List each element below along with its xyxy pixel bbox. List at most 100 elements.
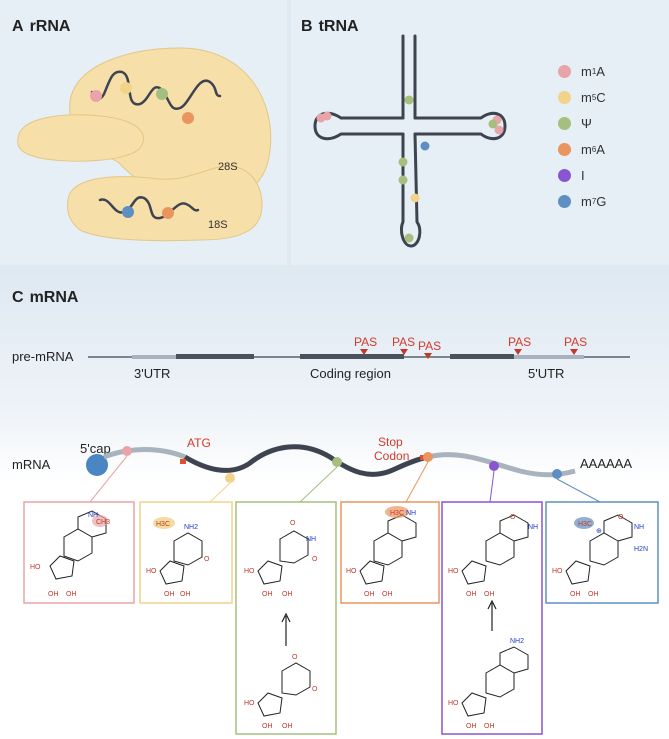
- inosine-o-label: O: [510, 514, 516, 521]
- m7g-swatch: [558, 194, 571, 208]
- utr5-label: 5'UTR: [528, 366, 564, 381]
- m1a-methyl-label: CH3: [96, 519, 110, 526]
- trna-psi-dot-loop: [404, 233, 414, 243]
- mrna-m1a-dot: [122, 446, 132, 456]
- mrna-label: mRNA: [12, 457, 51, 472]
- legend-item-i: I: [558, 162, 606, 188]
- pas-label-2: PAS: [392, 335, 415, 349]
- m7g-h2n-label: H2N: [634, 546, 648, 553]
- mrna-strand-coding: [183, 444, 429, 477]
- uridine-o-label-2: O: [312, 686, 318, 693]
- utr3-label: 3'UTR: [134, 366, 170, 381]
- m6a-methyl-highlight: [385, 506, 409, 518]
- pre-mrna-utr3-segment: [132, 355, 176, 359]
- mrna-inosine-dot: [489, 461, 499, 471]
- m7g-oh-label-1: OH: [570, 591, 581, 598]
- rrna-psi-dot: [156, 88, 168, 100]
- mrna-m5c-dot: [225, 473, 235, 483]
- rrna-diagram: 28S 18S: [17, 47, 272, 242]
- pas-marker-4: [514, 349, 522, 355]
- m5c-o-label: O: [204, 556, 210, 563]
- label-28s: 28S: [218, 161, 238, 173]
- rrna-strand-18s: [98, 196, 200, 220]
- rrna-m1a-dot: [90, 90, 102, 102]
- mrna-strand-utr: [103, 447, 186, 460]
- stop-label-2: Codon: [374, 449, 409, 463]
- uridine-o-label: O: [292, 654, 298, 661]
- m6a-oh-label-2: OH: [382, 591, 393, 598]
- pas-marker-5: [570, 349, 578, 355]
- m5c-ho-label: HO: [146, 568, 157, 575]
- inosine-oh-label-2: OH: [484, 591, 495, 598]
- uridine-oh-label-1: OH: [262, 723, 273, 730]
- m7g-nh-label: NH: [634, 524, 644, 531]
- m6a-h3c-label: H3C: [390, 510, 404, 517]
- trna-psi-dot-right: [488, 119, 498, 129]
- m1a-swatch: [558, 64, 571, 78]
- uridine-ho-label: HO: [244, 700, 255, 707]
- psi-ho-label: HO: [244, 568, 255, 575]
- legend-item-psi: Ψ: [558, 110, 606, 136]
- rrna-m6a-dot: [182, 112, 194, 124]
- uridine-oh-label-2: OH: [282, 723, 293, 730]
- m7g-o-label: O: [618, 514, 624, 521]
- adenosine-ho-label: HO: [448, 700, 459, 707]
- m6a-nh-label: NH: [406, 510, 416, 517]
- psi-o-label-top: O: [290, 520, 296, 527]
- inosine-nh-label: NH: [528, 524, 538, 531]
- pre-mrna-coding-segment: [300, 354, 404, 359]
- pas-label-1: PAS: [354, 335, 377, 349]
- inosine-ho-label: HO: [448, 568, 459, 575]
- mrna-m6a-dot: [423, 452, 433, 462]
- small-subunit: [67, 165, 263, 242]
- adenosine-oh-label-2: OH: [484, 723, 495, 730]
- m5c-h3c-label: H3C: [156, 521, 170, 528]
- inosine-swatch: [558, 168, 571, 182]
- pas-marker-3: [424, 353, 432, 359]
- pas-label-5: PAS: [564, 335, 587, 349]
- pre-mrna-exon3: [450, 354, 514, 359]
- rrna-m6a-dot-18s: [162, 207, 174, 219]
- pre-mrna-exon1: [176, 354, 254, 359]
- m5c-nh2-label: NH2: [184, 524, 198, 531]
- trna-m7g-dot: [420, 141, 430, 151]
- mrna-diagram: pre-mRNA 3'UTR Coding region 5'UTR PAS P…: [12, 335, 659, 735]
- m1a-nh-label: NH: [88, 512, 98, 519]
- atg-label: ATG: [187, 436, 211, 450]
- pas-label-4: PAS: [508, 335, 531, 349]
- psi-swatch: [558, 116, 571, 130]
- m6a-ho-label: HO: [346, 568, 357, 575]
- large-subunit: [69, 47, 272, 201]
- coding-region-label: Coding region: [310, 366, 391, 381]
- m5c-methyl-highlight: [153, 517, 175, 529]
- pre-mrna-label: pre-mRNA: [12, 349, 74, 364]
- polya-label: AAAAAA: [580, 456, 632, 471]
- large-subunit-lobe: [17, 114, 145, 162]
- pas-marker-2: [400, 349, 408, 355]
- trna-psi-dot-mid2: [398, 175, 408, 185]
- adenosine-oh-label-1: OH: [466, 723, 477, 730]
- m7g-structure-box: [545, 501, 659, 604]
- m6a-oh-label-1: OH: [364, 591, 375, 598]
- pre-mrna-utr5-segment: [514, 355, 584, 359]
- m6a-structure-box: [340, 501, 440, 604]
- cap-label: 5'cap: [80, 441, 111, 456]
- m7g-charge-label: ⊕: [596, 528, 602, 535]
- rrna-strand-28s: [90, 70, 222, 111]
- trna-psi-dot-mid1: [398, 157, 408, 167]
- rrna-m7g-dot: [122, 206, 134, 218]
- pas-marker-1: [360, 349, 368, 355]
- trna-m5c-dot: [410, 193, 420, 203]
- m7g-h3c-label: H3C: [578, 521, 592, 528]
- m5c-oh-label-1: OH: [164, 591, 175, 598]
- mrna-psi-dot: [332, 457, 342, 467]
- m6a-swatch: [558, 142, 571, 156]
